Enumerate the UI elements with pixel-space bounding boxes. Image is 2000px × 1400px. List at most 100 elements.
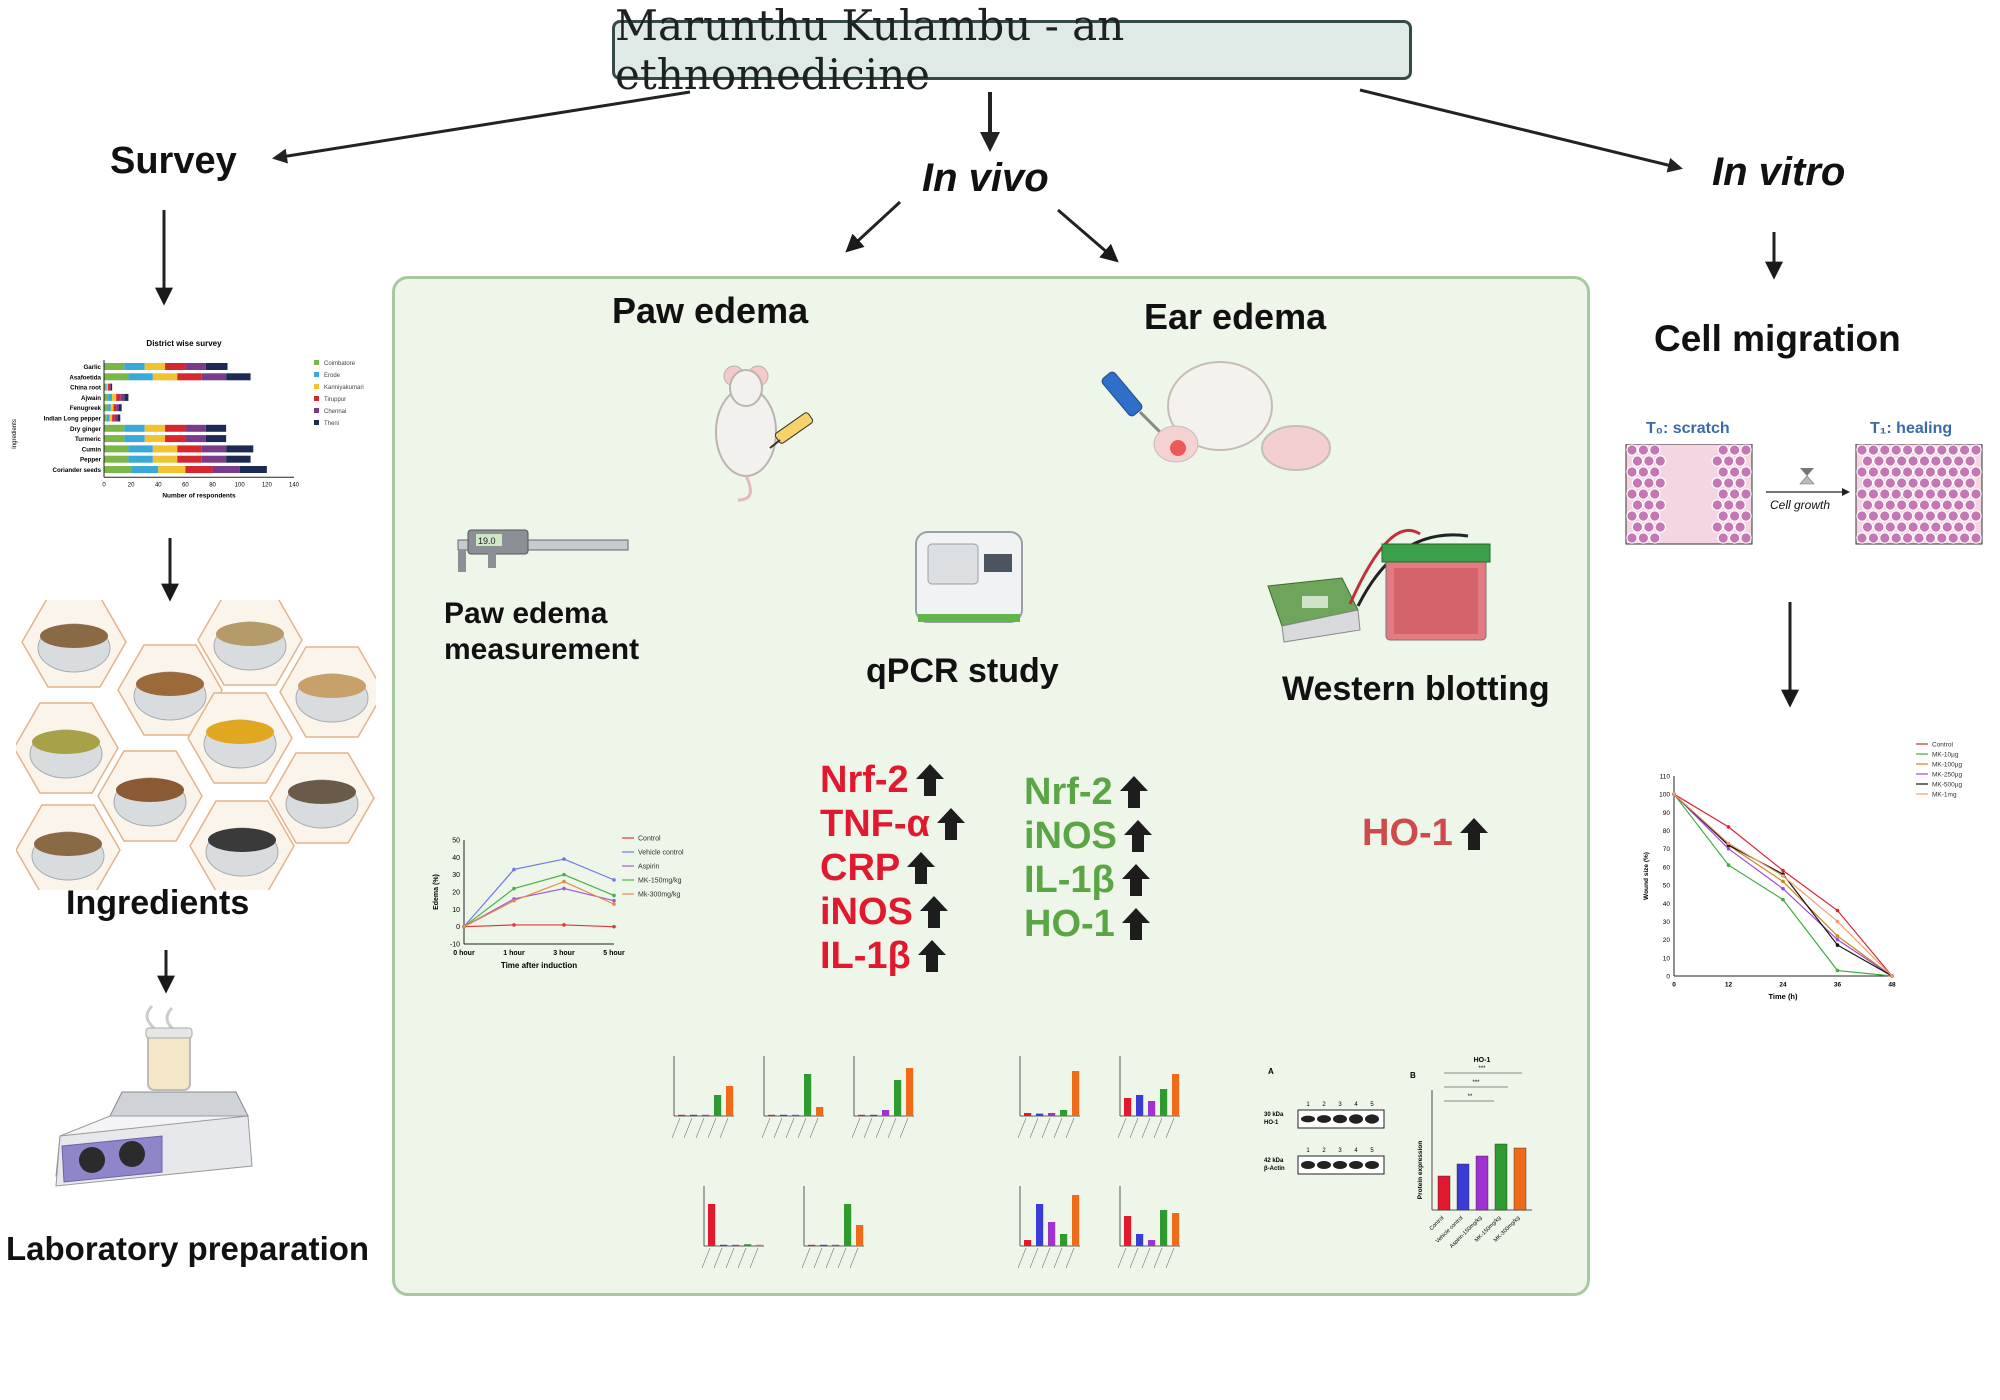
mini-tick-label	[725, 1247, 735, 1269]
cell	[1734, 521, 1746, 533]
mini-bar	[744, 1244, 752, 1246]
cell	[1901, 466, 1914, 478]
mini-tick-label	[749, 1247, 759, 1269]
cell	[1867, 466, 1880, 478]
survey-bar-segment	[110, 383, 113, 391]
cell	[1964, 499, 1976, 511]
edema-legend-label: Control	[638, 836, 661, 843]
wb-row1-label: 30 kDa	[1264, 1112, 1284, 1118]
survey-bar-segment	[124, 393, 129, 401]
mini-tick-label	[1129, 1117, 1139, 1139]
cell	[1970, 444, 1982, 456]
cell	[1958, 488, 1971, 500]
survey-bar-segment	[128, 373, 153, 381]
t0-label: T₀: scratch	[1646, 420, 1730, 437]
cell	[1970, 510, 1982, 522]
survey-category-label: Garlic	[83, 364, 101, 371]
wb-row2-label: β-Actin	[1264, 1166, 1285, 1172]
mini-bar	[894, 1080, 902, 1116]
cell	[1643, 499, 1655, 511]
survey-bar-segment	[120, 393, 125, 401]
wb-chart-ylabel: Protein expression	[1417, 1141, 1424, 1200]
mini-bar	[1036, 1113, 1044, 1116]
mini-tick-label	[851, 1117, 861, 1139]
wound-y-tick: 70	[1663, 846, 1671, 853]
wound-point	[1835, 908, 1840, 913]
mini-tick-label	[809, 1117, 819, 1139]
survey-category-label: Cumin	[82, 446, 101, 453]
mini-tick-label	[825, 1247, 835, 1269]
wound-series-line	[1673, 793, 1893, 977]
edema-ylabel: Edema (%)	[433, 874, 440, 910]
survey-bar-segment	[106, 383, 109, 391]
mini-bar	[678, 1114, 686, 1116]
marker-row: CRP	[820, 846, 966, 890]
wb-band-actin	[1301, 1161, 1315, 1169]
cell	[1890, 510, 1902, 522]
wb-chart-title: HO-1	[1474, 1057, 1491, 1064]
ho1-marker: HO-1	[1362, 812, 1489, 855]
marker-name: Nrf-2	[820, 759, 909, 801]
edema-point	[462, 924, 466, 929]
mini-bar	[768, 1114, 776, 1116]
cell	[1958, 444, 1971, 456]
mini-bar	[820, 1244, 828, 1246]
cell	[1895, 521, 1908, 533]
wound-legend-label: MK-100µg	[1932, 762, 1963, 769]
edema-legend-label: MK-150mg/kg	[638, 878, 682, 885]
wound-series-line	[1673, 793, 1893, 977]
wb-bar	[1494, 1143, 1508, 1211]
caliper-reading: 19.0	[478, 536, 496, 546]
upregulation-arrow-icon	[915, 764, 944, 796]
mini-tick-label	[1141, 1117, 1151, 1139]
ingredient-contents	[208, 828, 276, 852]
mini-bar	[714, 1095, 722, 1116]
wound-legend-label: MK-10µg	[1932, 752, 1959, 759]
wb-bar	[1456, 1163, 1470, 1211]
survey-category-label: Dry ginger	[70, 426, 102, 433]
survey-chart-ylabel: Ingredients	[12, 419, 18, 449]
cell	[1907, 499, 1919, 511]
mini-bar	[1148, 1240, 1156, 1246]
arrow-to-paw-edema	[845, 200, 902, 253]
cell	[1648, 466, 1661, 478]
western-blot-apparatus-icon	[1267, 528, 1491, 643]
survey-category-label: Turmeric	[75, 436, 102, 443]
cell	[1924, 510, 1937, 522]
cell	[1873, 521, 1885, 533]
cell	[1901, 532, 1914, 544]
mini-bar	[1036, 1204, 1044, 1246]
mini-bar	[870, 1114, 878, 1116]
wb-lane-number: 4	[1354, 1102, 1358, 1108]
cell	[1970, 488, 1982, 500]
survey-bar-segment	[104, 393, 109, 401]
wb-lane-number: 5	[1370, 1102, 1374, 1108]
cell	[1941, 521, 1954, 533]
mini-tick-label	[1153, 1117, 1163, 1139]
wb-bar	[1437, 1175, 1451, 1211]
mini-tick-label	[713, 1247, 723, 1269]
cell	[1740, 510, 1752, 522]
cell	[1947, 532, 1959, 544]
cell	[1884, 455, 1897, 467]
edema-series-line	[463, 887, 615, 928]
wound-y-tick: 90	[1663, 810, 1671, 817]
mini-bar	[832, 1244, 840, 1246]
cell	[1740, 466, 1752, 478]
cell	[1947, 510, 1959, 522]
survey-bar-segment	[104, 424, 125, 432]
survey-x-tick: 20	[128, 482, 135, 488]
cell	[1722, 499, 1735, 511]
survey-x-tick: 140	[289, 482, 300, 488]
cell	[1728, 532, 1741, 544]
survey-bar-segment	[108, 404, 111, 412]
arrow-to-survey	[272, 90, 691, 164]
cell	[1941, 499, 1954, 511]
mini-bar	[1072, 1195, 1080, 1246]
edema-point	[512, 898, 516, 903]
cell	[1924, 466, 1937, 478]
wb-band-actin	[1349, 1161, 1363, 1169]
